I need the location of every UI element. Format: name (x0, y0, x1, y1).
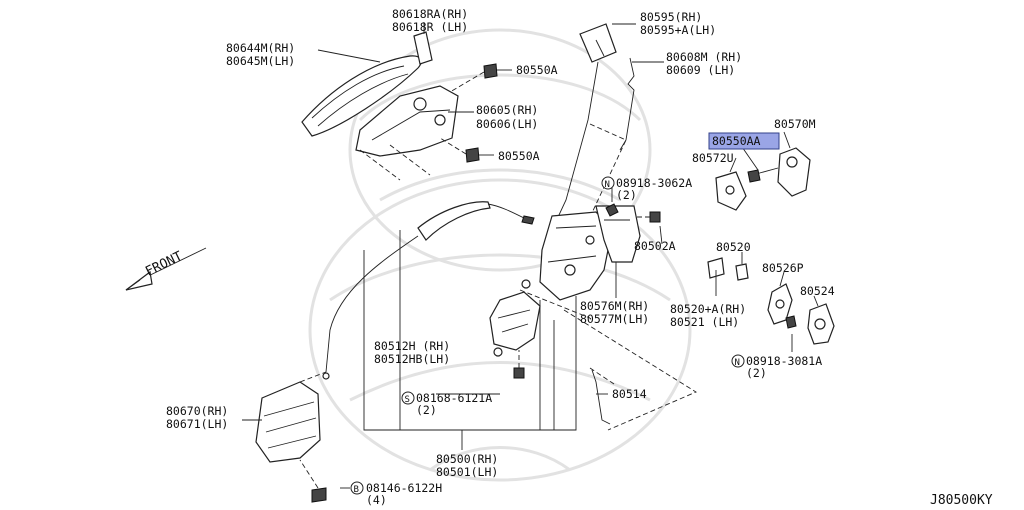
watermark-emblem (308, 28, 692, 482)
label-80577m[interactable]: 80577M(LH) (580, 312, 649, 326)
highlight-80550aa (708, 132, 780, 150)
label-80572u[interactable]: 80572U (692, 151, 734, 165)
label-80512h[interactable]: 80512H (RH) (374, 339, 450, 353)
b-badge-icon (350, 481, 364, 495)
label-s08168-6121a[interactable]: S 08168-6121A (2) (401, 391, 492, 417)
cable-80512-part (322, 201, 535, 380)
front-label: FRONT (143, 249, 185, 280)
label-80514[interactable]: 80514 (612, 387, 647, 401)
part-labels: 80618RA(RH) 80618R (LH) 80644M(RH) 80645… (166, 7, 993, 508)
rod-80608m-part (619, 57, 635, 151)
leader-lines (242, 22, 819, 489)
handle-escutcheon-part (413, 31, 433, 65)
label-80501[interactable]: 80501(LH) (436, 465, 498, 479)
label-n08918-3081a[interactable]: N 08918-3081A (2) (731, 354, 822, 380)
shim-80572u-part (715, 171, 747, 211)
assembly-guide-lines (519, 289, 697, 431)
striker-80570m-part (777, 147, 811, 197)
label-80595[interactable]: 80595(RH) (640, 10, 702, 24)
nut-08918-3062a (605, 203, 619, 217)
rod-80514-part (589, 367, 615, 425)
n-badge-letter: N (735, 358, 740, 368)
label-80618r[interactable]: 80618R (LH) (392, 20, 468, 34)
nut-08918-3081a (785, 315, 797, 329)
label-08168-6121a: 08168-6121A (416, 391, 492, 405)
label-80570m[interactable]: 80570M (774, 117, 816, 131)
label-80500[interactable]: 80500(RH) (436, 452, 498, 466)
label-80520[interactable]: 80520 (716, 240, 751, 254)
label-80644m[interactable]: 80644M(RH) (226, 41, 295, 55)
label-80550a-mid[interactable]: 80550A (498, 149, 540, 163)
label-80671[interactable]: 80671(LH) (166, 417, 228, 431)
label-80576m[interactable]: 80576M(RH) (580, 299, 649, 313)
label-08146-6122h-qty: (4) (366, 493, 387, 507)
n-badge-icon (601, 176, 615, 190)
bolt-08146 (299, 459, 327, 503)
label-80645m[interactable]: 80645M(LH) (226, 54, 295, 68)
label-80608m[interactable]: 80608M (RH) (666, 50, 742, 64)
s-badge-letter: S (405, 395, 410, 405)
label-80606[interactable]: 80606(LH) (476, 117, 538, 131)
b-badge-letter: B (354, 485, 359, 495)
label-n08918-3062a[interactable]: N 08918-3062A (2) (601, 176, 692, 202)
label-08918-3081a-qty: (2) (746, 366, 767, 380)
n-badge-letter: N (605, 180, 610, 190)
label-08146-6122h: 08146-6122H (366, 481, 442, 495)
striker-80524-part (807, 303, 835, 345)
label-80502a[interactable]: 80502A (634, 239, 676, 253)
label-80521[interactable]: 80521 (LH) (670, 315, 739, 329)
label-80512hb[interactable]: 80512HB(LH) (374, 352, 450, 366)
door-lock-actuator-part (489, 279, 541, 357)
label-80595a[interactable]: 80595+A(LH) (640, 23, 716, 37)
label-08918-3062a-qty: (2) (616, 188, 637, 202)
inside-handle-part (255, 371, 327, 463)
bolt-80550a-top (449, 63, 512, 93)
bolt-80550aa (747, 167, 779, 183)
front-arrow: FRONT (125, 247, 207, 291)
screw-08168 (513, 350, 525, 379)
label-80526p[interactable]: 80526P (762, 261, 804, 275)
label-b08146-6122h[interactable]: B 08146-6122H (4) (350, 481, 442, 507)
label-80550aa[interactable]: 80550AA (712, 134, 761, 148)
label-80605[interactable]: 80605(RH) (476, 103, 538, 117)
label-80618ra[interactable]: 80618RA(RH) (392, 7, 468, 21)
bolt-80550a-mid (439, 137, 494, 163)
bolt-80502a (634, 211, 661, 223)
label-80670[interactable]: 80670(RH) (166, 404, 228, 418)
handle-bracket-part (355, 85, 459, 181)
diagram-id: J80500KY (930, 493, 993, 508)
label-08918-3062a: 08918-3062A (616, 176, 692, 190)
rod-80595-part (551, 23, 627, 231)
label-80520a[interactable]: 80520+A(RH) (670, 302, 746, 316)
label-08168-6121a-qty: (2) (416, 403, 437, 417)
switch-80520-part (707, 257, 749, 281)
label-08918-3081a: 08918-3081A (746, 354, 822, 368)
lock-bracket-80576m-part (595, 205, 641, 263)
label-80609[interactable]: 80609 (LH) (666, 63, 735, 77)
label-80550a-top[interactable]: 80550A (516, 63, 558, 77)
s-badge-icon (401, 391, 415, 405)
label-80524[interactable]: 80524 (800, 284, 835, 298)
n-badge-icon (731, 354, 745, 368)
